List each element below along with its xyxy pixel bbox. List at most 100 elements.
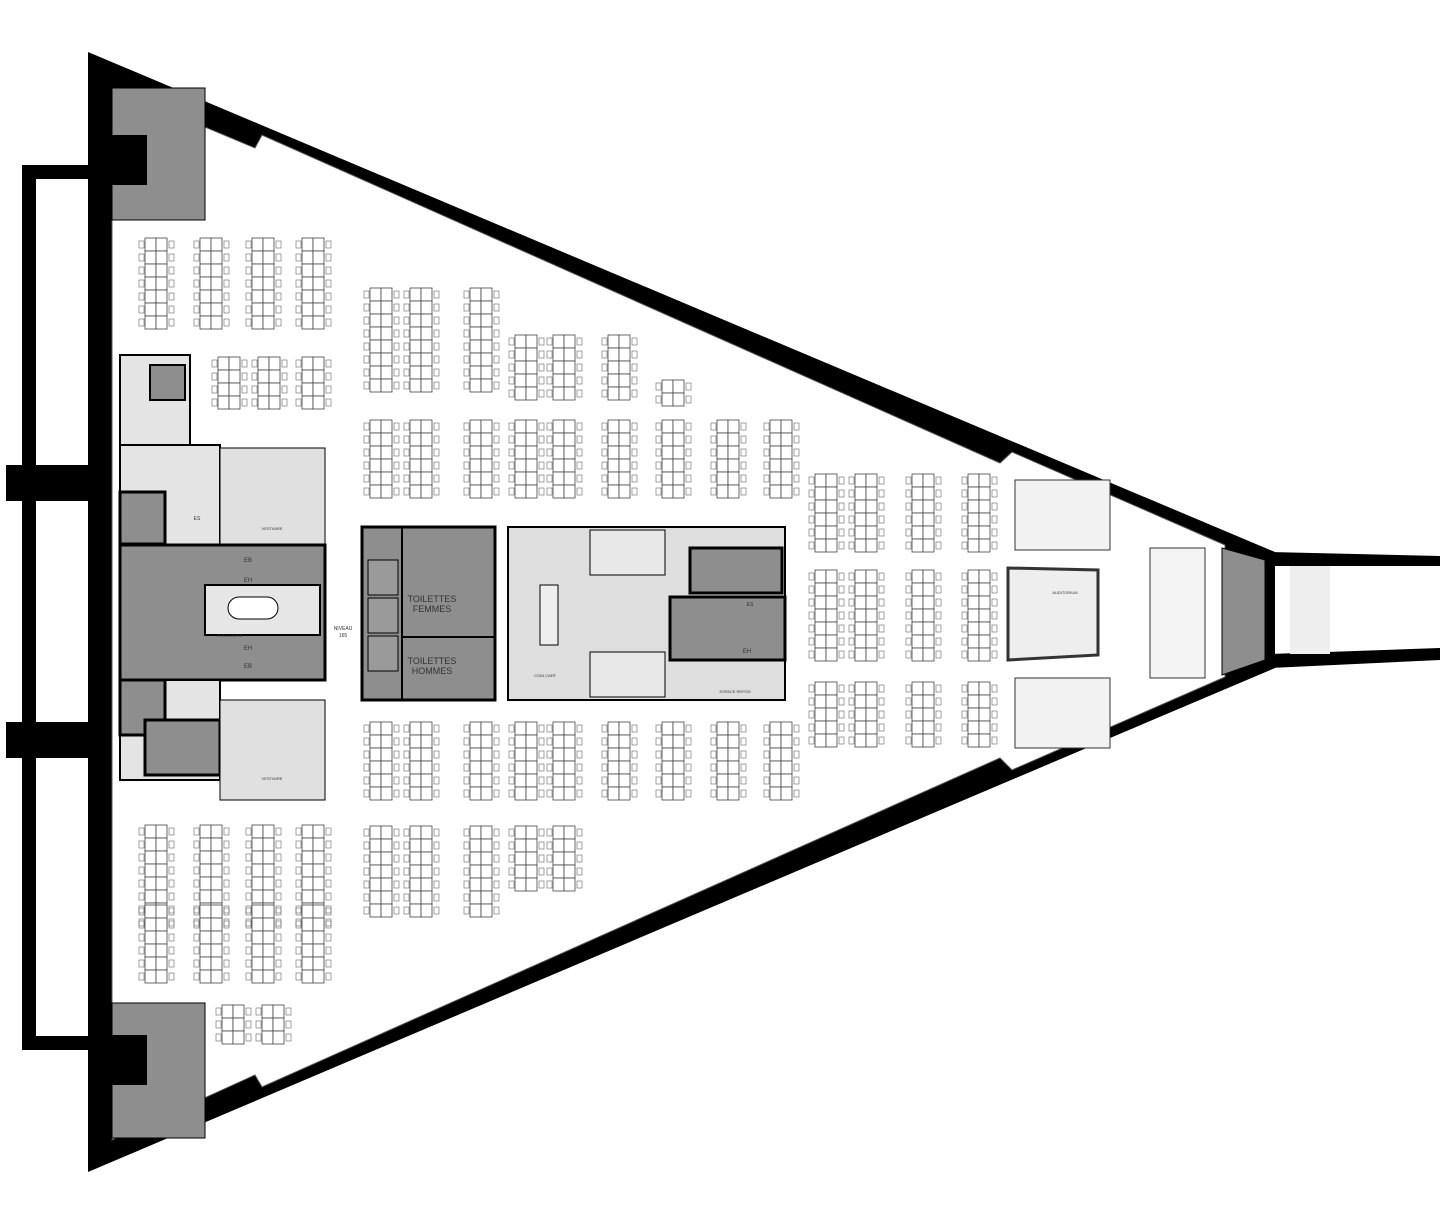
- desk: [272, 1017, 285, 1032]
- desk: [911, 733, 924, 748]
- desk: [607, 432, 620, 447]
- desk: [514, 760, 527, 775]
- chair: [546, 841, 553, 850]
- desk: [607, 760, 620, 775]
- chair: [740, 474, 747, 483]
- chair: [363, 724, 370, 733]
- desk: [563, 825, 576, 840]
- label-eh-left-top: EH: [244, 578, 252, 584]
- chair: [576, 435, 583, 444]
- chair: [295, 840, 302, 849]
- chair: [403, 290, 410, 299]
- chair: [433, 474, 440, 483]
- desk: [672, 484, 685, 499]
- chair: [961, 515, 968, 524]
- chair: [546, 461, 553, 470]
- desk: [661, 747, 674, 762]
- chair: [193, 253, 200, 262]
- chair: [245, 879, 252, 888]
- desk: [232, 1017, 245, 1032]
- chair: [808, 476, 815, 485]
- desk: [978, 525, 991, 540]
- desk: [312, 356, 325, 371]
- chair: [546, 828, 553, 837]
- desk: [469, 760, 482, 775]
- desk: [552, 373, 565, 388]
- chair: [393, 854, 400, 863]
- desk: [469, 458, 482, 473]
- chair: [215, 1033, 222, 1042]
- chair: [508, 776, 515, 785]
- chair: [275, 853, 282, 862]
- chair: [793, 789, 800, 798]
- desk: [552, 773, 565, 788]
- chair: [508, 461, 515, 470]
- desk: [814, 647, 827, 662]
- desk: [514, 773, 527, 788]
- chair: [991, 598, 998, 607]
- chair: [433, 435, 440, 444]
- chair: [685, 395, 692, 404]
- desk: [967, 647, 980, 662]
- chair: [223, 972, 230, 981]
- chair: [710, 461, 717, 470]
- chair: [546, 487, 553, 496]
- desk: [480, 838, 493, 853]
- desk: [618, 386, 631, 401]
- desk: [769, 773, 782, 788]
- chair: [403, 487, 410, 496]
- chair: [961, 489, 968, 498]
- chair: [393, 381, 400, 390]
- chair: [878, 637, 885, 646]
- chair: [393, 368, 400, 377]
- chair: [793, 750, 800, 759]
- desk: [199, 850, 212, 865]
- desk: [618, 458, 631, 473]
- label-level: NIVEAU: [334, 626, 353, 632]
- chair: [848, 515, 855, 524]
- chair: [363, 474, 370, 483]
- chair: [193, 933, 200, 942]
- desk: [301, 356, 314, 371]
- desk: [409, 786, 422, 801]
- desk: [769, 471, 782, 486]
- desk: [144, 237, 157, 252]
- desk: [409, 378, 422, 393]
- desk: [217, 382, 230, 397]
- desk: [769, 484, 782, 499]
- desk: [469, 432, 482, 447]
- chair: [838, 476, 845, 485]
- desk: [618, 334, 631, 349]
- desk: [312, 382, 325, 397]
- chair: [295, 385, 302, 394]
- chair: [848, 710, 855, 719]
- chair: [601, 487, 608, 496]
- desk: [380, 458, 393, 473]
- chair: [433, 355, 440, 364]
- chair: [991, 515, 998, 524]
- desk: [922, 486, 935, 501]
- desk: [814, 621, 827, 636]
- chair: [961, 585, 968, 594]
- desk: [262, 237, 275, 252]
- chair: [493, 737, 500, 746]
- chair: [275, 907, 282, 916]
- desk: [409, 851, 422, 866]
- desk: [607, 419, 620, 434]
- desk: [967, 512, 980, 527]
- desk: [301, 395, 314, 410]
- chair: [245, 959, 252, 968]
- desk: [469, 825, 482, 840]
- chair: [193, 266, 200, 275]
- desk: [911, 582, 924, 597]
- desk: [854, 634, 867, 649]
- chair: [848, 611, 855, 620]
- chair: [433, 867, 440, 876]
- chair: [601, 363, 608, 372]
- desk: [672, 760, 685, 775]
- chair: [223, 292, 230, 301]
- chair: [631, 376, 638, 385]
- chair: [251, 372, 258, 381]
- chair: [138, 920, 145, 929]
- desk: [480, 903, 493, 918]
